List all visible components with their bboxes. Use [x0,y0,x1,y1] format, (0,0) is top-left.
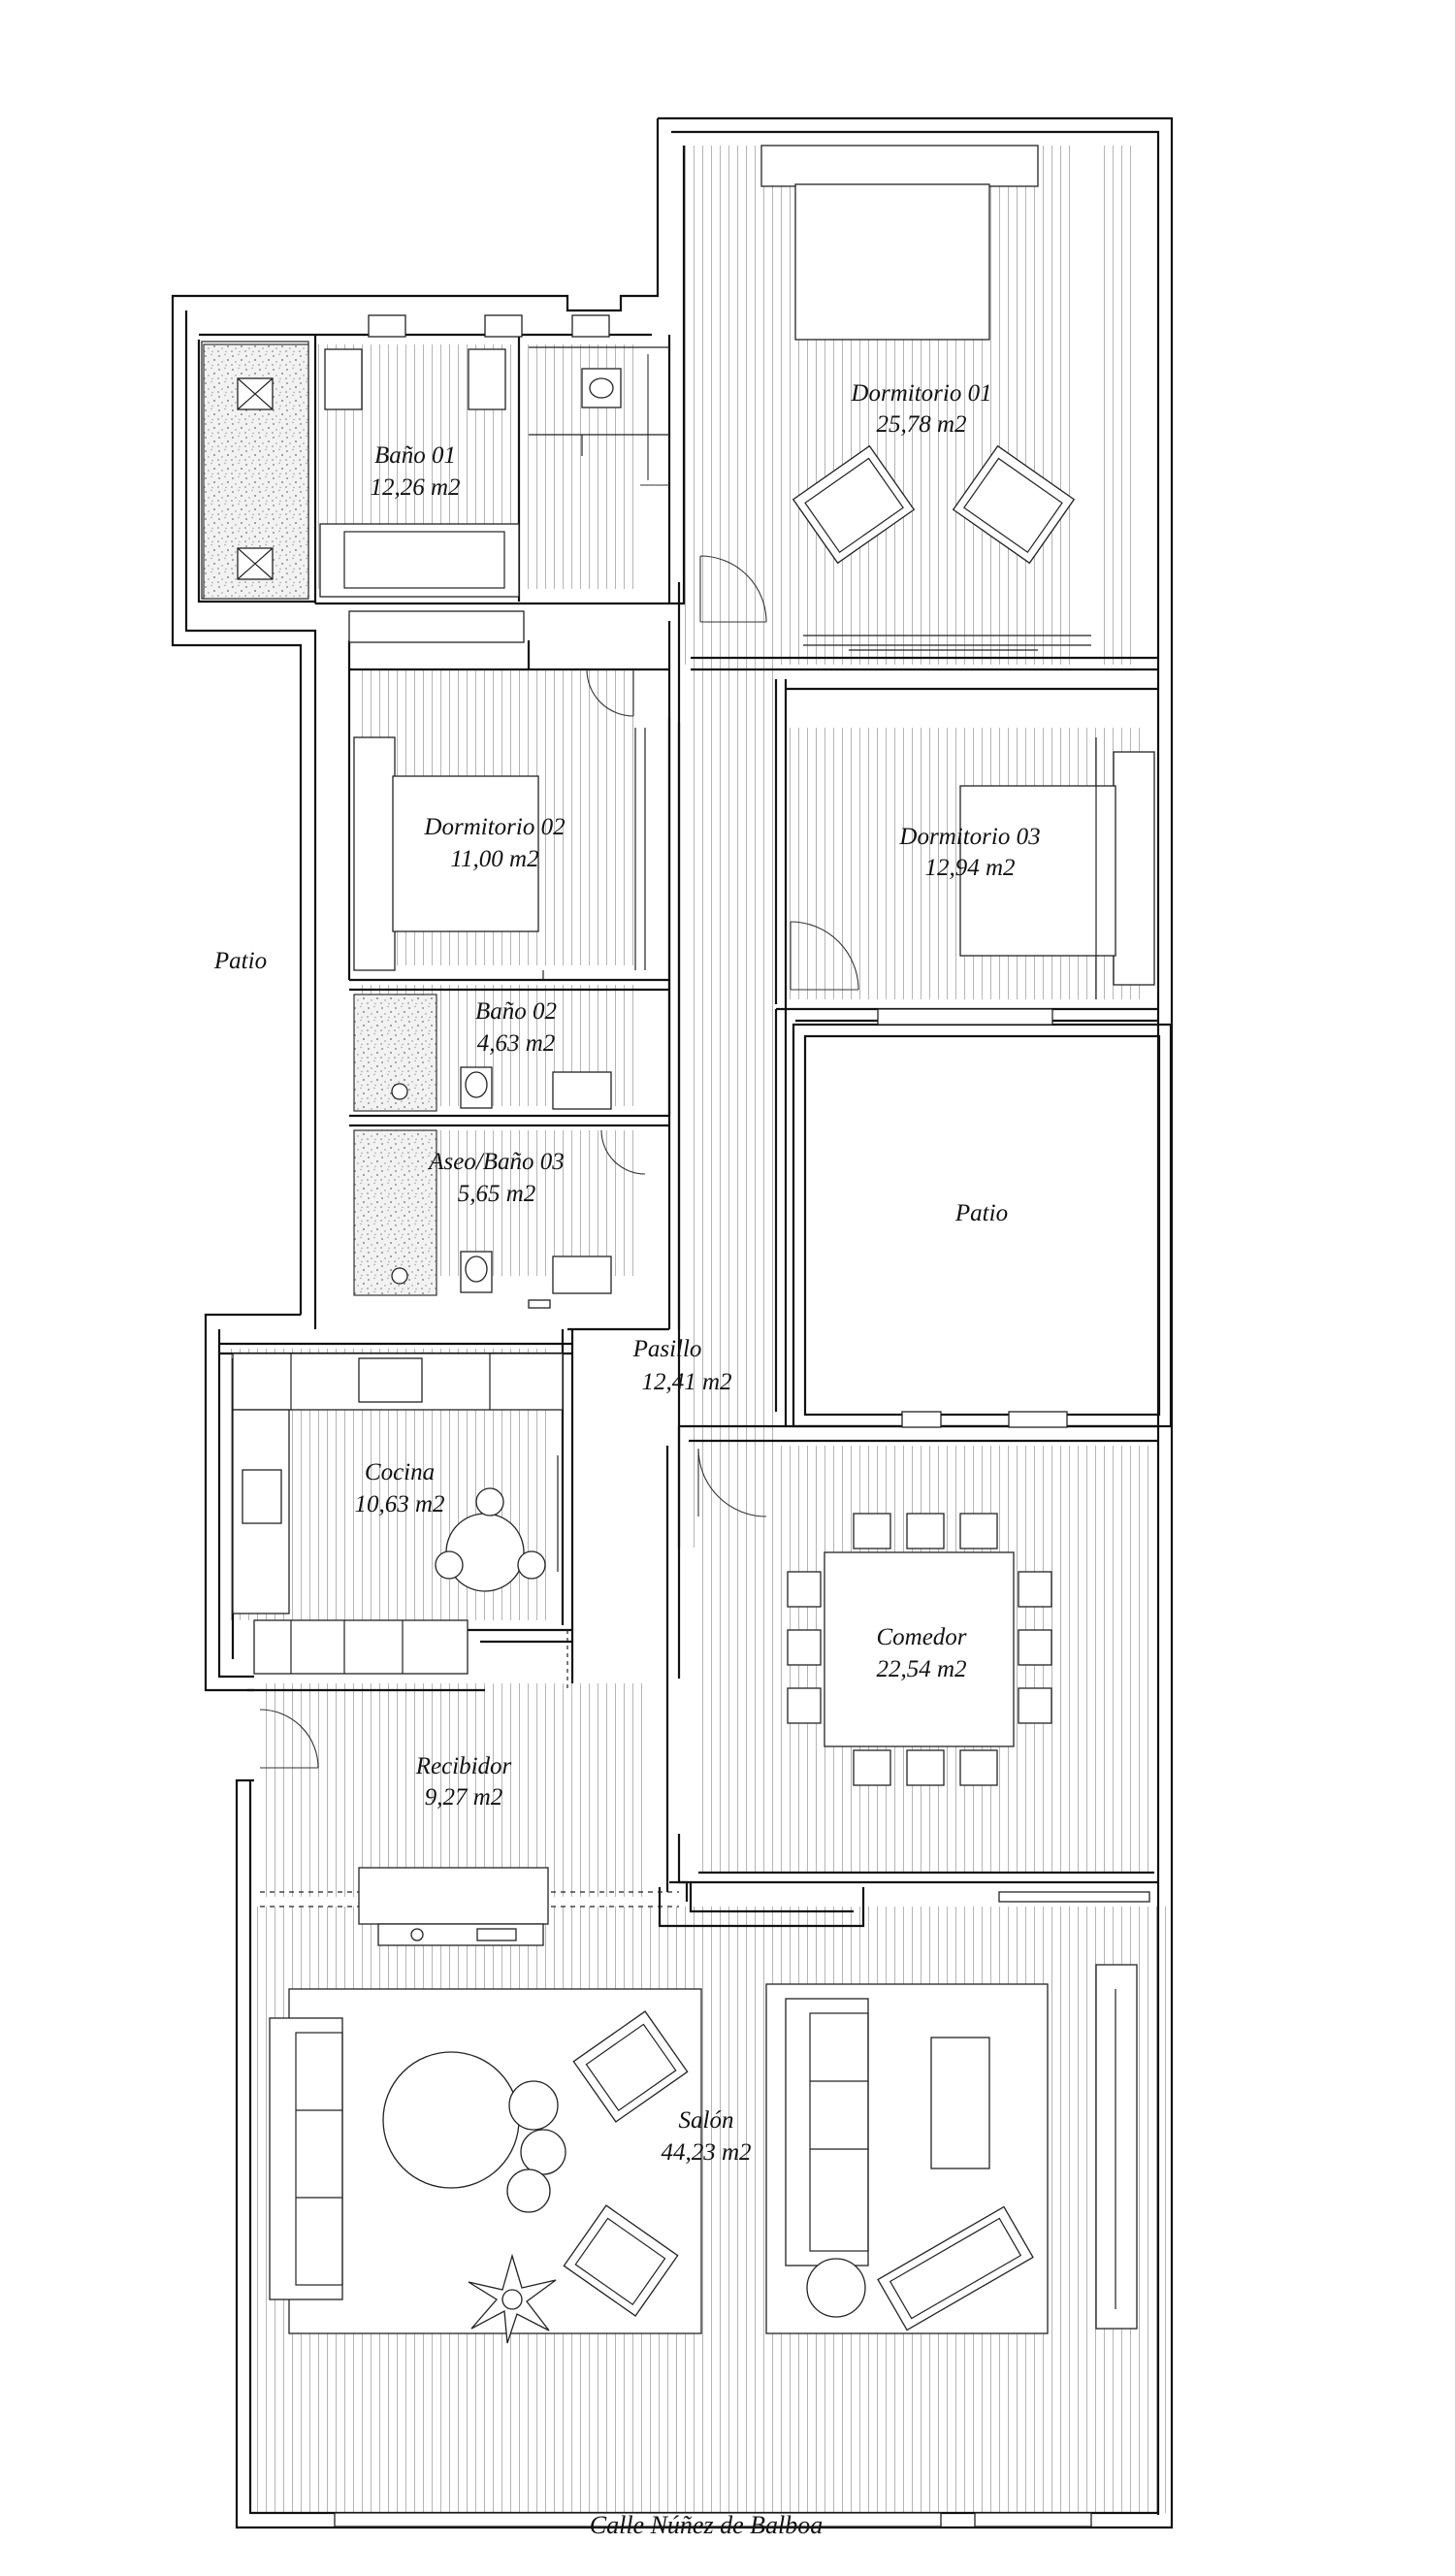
cocina-furniture [232,1353,564,1675]
salon-area: 44,23 m2 [661,2139,751,2166]
chair-icon [517,1550,546,1580]
doors [259,354,859,1769]
armchair-icon [792,444,916,565]
chair-icon [787,1571,822,1608]
aseo-bano-03-area: 5,65 m2 [458,1181,536,1207]
pasillo-name: Pasillo [632,1336,702,1362]
patio-exterior-label: Patio [213,948,267,974]
counter-bottom [253,1619,469,1675]
chair-icon [906,1749,945,1786]
bano-02-name: Baño 02 [475,998,557,1025]
cocina-area: 10,63 m2 [354,1491,444,1517]
armchair-icon [563,2204,679,2317]
sink-icon [552,1255,612,1294]
sofa [269,2017,343,2300]
salon-radiator [998,1891,1150,1903]
bed [959,785,1116,957]
chair-icon [1018,1629,1052,1666]
chair-icon [853,1749,891,1786]
bathroom-03-fixtures [353,1129,612,1309]
dormitorio-03-furniture [959,737,1155,999]
comedor-area: 22,54 m2 [876,1656,966,1682]
bed [392,775,539,932]
chair-icon [787,1687,822,1724]
side-table [806,2258,866,2318]
armchair-icon [952,444,1076,565]
dormitorio-02-area: 11,00 m2 [450,846,538,872]
patio-interior-label: Patio [954,1200,1008,1226]
chair-icon [435,1550,464,1580]
recibidor-furniture [358,1867,549,1946]
sink-icon [552,1071,612,1110]
street-label: Calle Núñez de Balboa [590,2511,823,2539]
sofa [785,1998,869,2266]
stool-icon [520,2129,566,2175]
dining-table [824,1551,1015,1747]
chair-icon [959,1749,998,1786]
bed [794,183,990,341]
tv-unit [377,1923,544,1946]
chair-icon [787,1629,822,1666]
dormitorio-03-area: 12,94 m2 [924,855,1015,881]
shower-tray [353,1129,437,1296]
windows [334,314,1150,2527]
dormitorio-01-furniture [760,145,1076,565]
headboard [1113,751,1155,986]
armchair-icon [572,2010,689,2123]
room-labels: Dormitorio 01 25,78 m2 Baño 01 12,26 m2 … [213,380,1041,2539]
bathroom-01-fixtures [203,343,669,600]
chair-icon [475,1487,504,1516]
pasillo-area: 12,41 m2 [641,1369,731,1395]
aseo-bano-03-name: Aseo/Baño 03 [427,1149,565,1175]
cocina-name: Cocina [365,1459,435,1485]
dormitorio-02-furniture [353,728,646,980]
dormitorio-02-name: Dormitorio 02 [423,814,565,840]
chair-icon [1018,1571,1052,1608]
comedor-furniture [787,1513,1052,1786]
salon-name: Salón [679,2107,734,2134]
round-table [382,2051,520,2189]
cooktop-icon [242,1469,282,1524]
dormitorio-03-name: Dormitorio 03 [898,824,1040,850]
bano-01-name: Baño 01 [374,442,456,469]
chair-icon [853,1513,891,1549]
console-cabinet [358,1867,549,1925]
chair-icon [906,1513,945,1549]
sink-icon [468,348,506,410]
stool-icon [508,2080,559,2131]
plant-icon [468,2253,557,2344]
coffee-table [930,2037,990,2169]
sink-icon [358,1357,423,1403]
bathtub [319,523,520,598]
headboard [353,736,396,971]
headboard [760,145,1039,187]
bathroom-02-fixtures [353,994,612,1112]
bano-02-area: 4,63 m2 [477,1030,556,1057]
bano-01-area: 12,26 m2 [370,474,460,501]
chair-icon [959,1513,998,1549]
salon-furniture [269,1964,1138,2344]
sink-icon [324,348,363,410]
chair-icon [1018,1687,1052,1724]
kitchen-table [445,1513,525,1592]
cabinet [1095,1964,1138,2330]
dormitorio-01-area: 25,78 m2 [876,411,966,438]
recibidor-name: Recibidor [415,1753,512,1779]
comedor-name: Comedor [876,1624,966,1650]
recibidor-area: 9,27 m2 [425,1784,503,1810]
stool-icon [506,2168,551,2213]
chaise-longue [877,2205,1034,2331]
dormitorio-01-name: Dormitorio 01 [850,380,991,407]
exterior-walls [171,116,1174,2529]
